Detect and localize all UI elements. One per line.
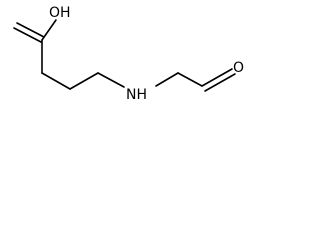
bond-methylene-nitroso-n xyxy=(177,72,203,87)
atom-label-hydroxyl: OH xyxy=(49,5,71,21)
bond-carbonyl-double-b xyxy=(16,22,45,38)
atom-label-amine: NH xyxy=(126,87,147,103)
bond-carboxyl-hydroxyl xyxy=(41,19,57,41)
bond-chain-3 xyxy=(69,72,99,90)
bond-carbonyl-double-a xyxy=(13,27,42,43)
bond-nitroso-double-a xyxy=(201,68,233,87)
atom-label-nitroso-oxygen: O xyxy=(233,60,244,76)
bond-chain-2 xyxy=(41,72,71,90)
bond-nitroso-double-b xyxy=(204,73,236,92)
bond-chain-4 xyxy=(97,72,125,88)
bond-amine-methylene xyxy=(155,72,179,87)
structural-formula: OH NH O xyxy=(13,5,244,103)
